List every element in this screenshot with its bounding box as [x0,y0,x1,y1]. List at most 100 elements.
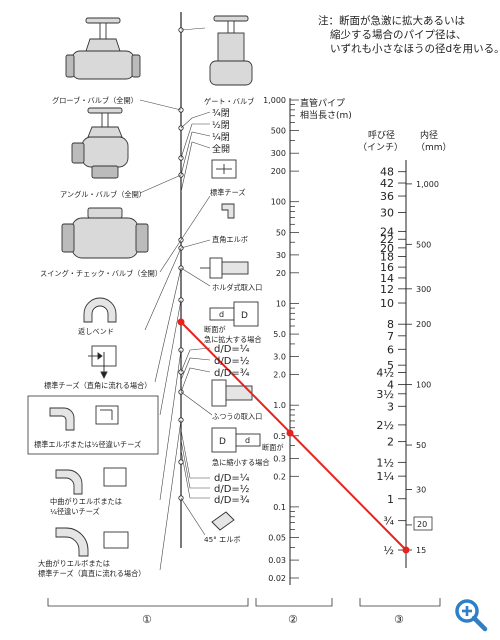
return-bend-icon [83,297,117,323]
label-dD5: d/D=½ [214,483,250,495]
leaders-left [139,99,182,571]
label-return-bend: 返しベンド [78,327,114,336]
note: 注：断面が急激に拡大あるいは 縮少する場合のパイプ径は、 いずれも小さなほうの径… [318,14,500,56]
boxed-mm-frame [413,516,433,531]
scale-2-title-1: 直管パイプ [300,97,345,109]
scale-3-inch-label: ½ [383,544,394,557]
scale-2-label: 0.05 [268,534,286,543]
scale-3-inch-label: 2½ [376,419,394,432]
scale-1-points [178,27,184,501]
label-open-14: ¼閉 [212,132,230,143]
scale-3-inch-label: 48 [380,166,394,179]
scale-3-inch-label: 12 [380,283,394,296]
scale-3-inch-label: 1 [387,493,394,506]
example-point-2 [286,429,294,437]
zoom-in-icon[interactable] [452,596,490,634]
scale-2-labels: 1,000500300200100503020105.03.02.01.00.5… [263,96,286,583]
label-square-elbow: 直角エルボ [212,235,248,244]
swing-check-valve-icon [61,207,149,259]
label-open-34: ¾閉 [212,108,230,119]
section-mark-3: ③ [394,613,404,626]
scale-2-label: 10 [276,299,286,308]
label-swing-check: スイング・チェック・バルブ（全開） [40,269,162,278]
label-tee-side: 標準チーズ（直角に流れる場合） [44,381,151,390]
medium-elbow-icon [55,467,127,495]
scale-3-title-3: 内径 [420,129,438,141]
scale-3-inch-label: 42 [380,177,394,190]
scale-2-title-2: 相当長さ(m) [300,109,352,121]
scale-3-title-2: （インチ） [358,142,403,153]
scale-2-label: 0.5 [273,432,286,441]
scale-3-inch-label: 36 [380,190,394,203]
scale-3-mm-label: 300 [416,285,431,294]
scale-3-inch-label: 16 [380,261,394,274]
long-elbow-icon [55,527,129,557]
svg-text:d: d [219,310,224,319]
scale-2-label: 0.02 [268,574,286,583]
scale-3-title-1: 呼び径 [368,129,395,141]
scale-3-inch-label: 18 [380,250,394,263]
label-elbow-45: 45° エルボ [204,535,241,544]
scale-2-label: 5.0 [273,330,286,339]
scale-3-inch-label: 10 [380,297,394,310]
label-full-open: 全開 [212,143,230,155]
svg-text:d: d [245,436,250,445]
scale-2-label: 300 [271,149,286,158]
example-point-1 [177,318,185,326]
scale-3-mm-label: 30 [416,486,426,495]
label-globe-valve: グローブ・バルブ（全開） [52,96,138,105]
label-medium-elbow-1: 中曲がりエルボまたは [50,497,122,506]
scale-2-label: 0.2 [273,472,286,481]
scale-2-label: 30 [276,251,286,260]
scale-2-label: 200 [271,167,286,176]
standard-elbow-icon [49,405,119,431]
scale-3-inch-label: 6 [387,343,394,356]
scale-2-ticks [290,99,299,579]
label-dD2: d/D=½ [214,355,250,367]
scale-3-inch-label: 7 [387,330,394,343]
scale-3-mm-label: 1,000 [416,180,439,189]
scale-3-inch-label: ¾ [383,515,394,528]
tee-side-icon [88,345,117,380]
scale-2-label: 2.0 [273,371,286,380]
scale-3-inch-label: 5 [387,359,394,372]
scale-2-label: 3.0 [273,353,286,362]
elbow-45-icon [211,511,235,531]
scale-2-label: 1,000 [263,96,286,105]
scale-2-label: 20 [276,269,286,278]
globe-valve-icon [65,17,141,80]
sudden-contract-icon: D d [211,427,261,453]
label-angle-valve: アングル・バルブ（全開） [60,190,146,199]
label-normal-inlet: ふつうの取入口 [212,412,262,421]
scale-3-mm-label: 50 [416,441,426,450]
label-holder-inlet: ホルダ式取入口 [212,283,262,292]
svg-text:D: D [219,437,226,447]
scale-2-label: 0.03 [268,556,286,565]
scale-2-label: 0.1 [273,503,286,512]
example-point-3 [402,546,410,554]
section-mark-2: ② [288,613,298,626]
scale-3-inch-label: 4½ [376,366,394,379]
scale-3-title-4: （mm） [416,142,452,153]
label-gate-valve: ゲート・バルブ [204,97,254,106]
scale-3-mm-label: 15 [416,546,426,555]
angle-valve-icon [71,107,129,179]
label-medium-elbow-2: ¼径違いチーズ [50,507,100,516]
boxed-mm-label: 20 [417,520,427,529]
leaders-mid [180,27,213,536]
section-brackets [47,598,441,607]
scale-3-mm-label: 500 [416,240,431,249]
label-contract-1: 断面が [262,443,284,452]
scale-3-ticks [398,171,412,551]
section-mark-1: ① [142,613,152,626]
sudden-enlarge-icon: d D [209,301,259,327]
example-line [180,321,407,551]
scale-3-inch-label: 24 [380,225,394,238]
label-dD6: d/D=¾ [214,495,250,506]
scale-2-label: 0.3 [273,454,286,463]
scale-3-inch-label: 30 [380,207,394,220]
label-enlarge-1: 断面が [204,325,226,334]
label-open-12: ½閉 [212,120,230,131]
note-line-1: 注：断面が急激に拡大あるいは [318,15,465,27]
